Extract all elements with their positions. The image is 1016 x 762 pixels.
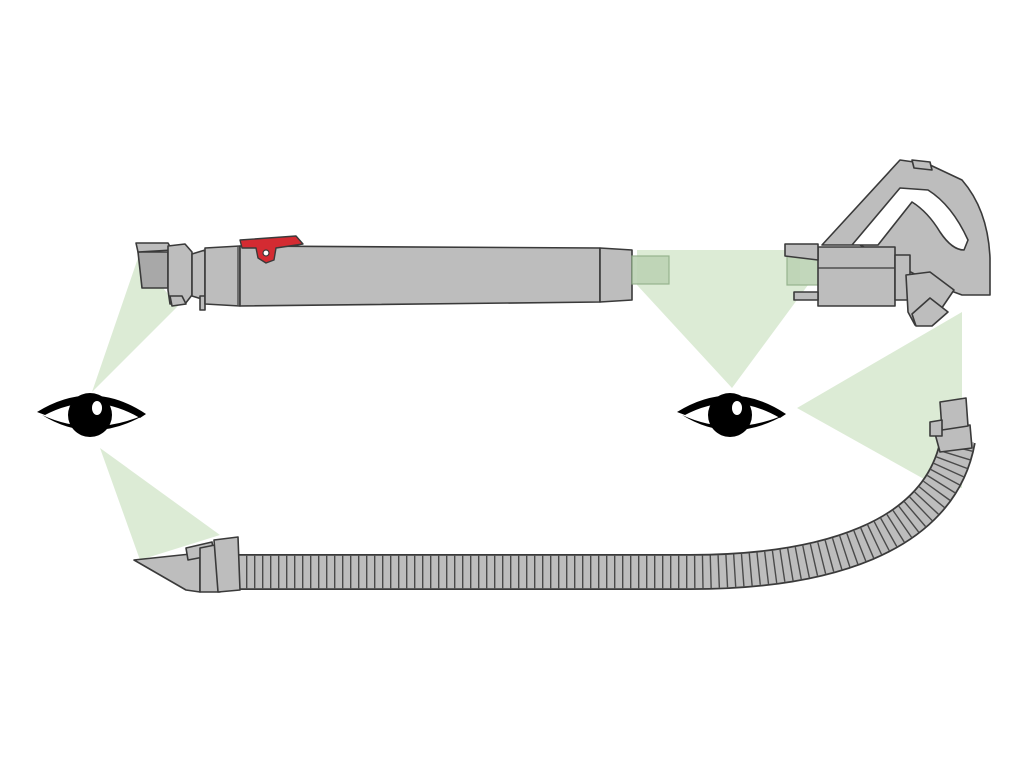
handle-front-cap [784,243,819,261]
flexible-hose-icon [133,397,976,593]
handle-grip [821,159,991,296]
view-cone-left-eye-to-hose-nozzle [100,448,220,560]
wand-neck [191,249,206,301]
release-button-pin [262,249,270,257]
wand-collar [167,243,193,305]
view-cone-right-eye-to-handle-hose [797,312,962,488]
vacuum-handle-icon [784,159,991,327]
view-cones [92,250,962,560]
right-eye [677,393,786,437]
handle-joint-insert [786,254,822,286]
hose-top-tab [929,419,943,437]
view-cone-right-eye-to-joint [637,285,808,388]
joint-inserts [631,254,822,286]
wand-joint-insert [631,255,670,285]
handle-top-knob [911,159,933,171]
handle-front-latch [793,291,819,301]
wand-sleeve [599,247,633,303]
wand-clip [169,295,187,307]
wand-left-cap [137,251,169,289]
hose-cuff [213,536,241,593]
hose-body-fill [238,436,974,589]
handle-body [817,246,896,307]
extension-wand-icon [135,235,633,311]
left-eye [37,393,146,437]
release-button-icon [239,235,304,264]
wand-ring [204,245,241,307]
hose-top-neck [939,397,969,431]
view-cone-joint-band [637,250,800,285]
wand-tube [239,245,601,307]
view-cone-left-eye-to-wand [92,258,178,392]
handle-hose-port-ring [911,297,949,327]
wand-left-flange-top [135,242,173,253]
